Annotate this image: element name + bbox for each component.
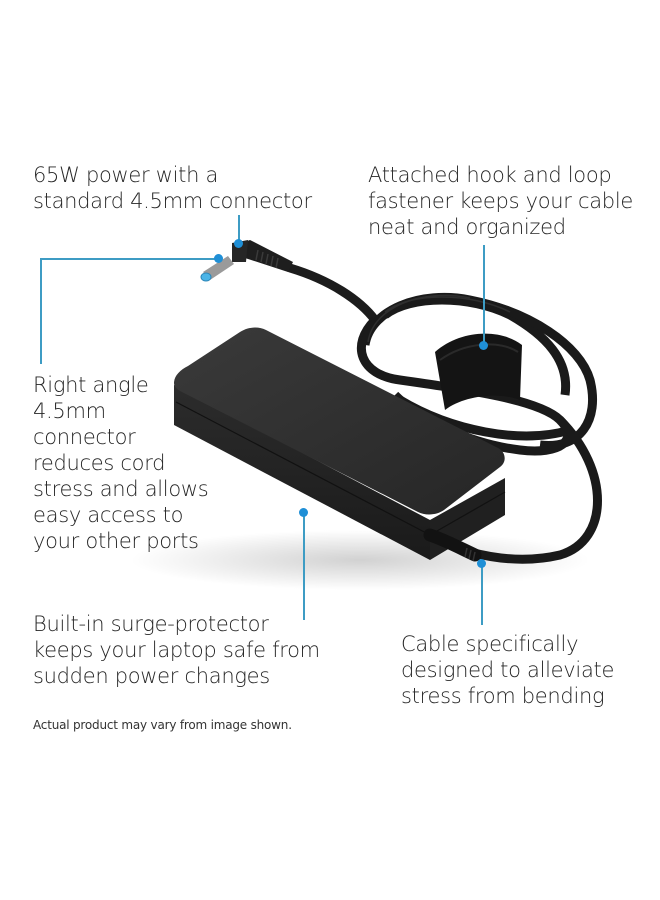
callout-power: 65W power with a standard 4.5mm connecto…	[33, 163, 312, 213]
callout-dot-surge	[299, 508, 308, 517]
callout-line-power	[238, 215, 240, 243]
callout-line-right-angle-v	[40, 258, 42, 364]
callout-dot-fastener	[479, 341, 488, 350]
callout-cable: Cable specifically designed to alleviate…	[401, 632, 615, 708]
callout-dot-right-angle	[214, 254, 223, 263]
callout-line-fastener	[483, 245, 485, 345]
callout-fastener: Attached hook and loop fastener keeps yo…	[368, 163, 633, 239]
callout-dot-power	[234, 239, 243, 248]
callout-surge: Built-in surge-protector keeps your lapt…	[33, 612, 320, 688]
callout-line-right-angle-h	[40, 258, 218, 260]
callout-dot-cable	[477, 559, 486, 568]
callout-line-surge	[303, 512, 305, 620]
disclaimer-text: Actual product may vary from image shown…	[33, 718, 292, 732]
callout-right-angle: Right angle 4.5mm connector reduces cord…	[33, 373, 209, 553]
callout-line-cable	[481, 563, 483, 625]
